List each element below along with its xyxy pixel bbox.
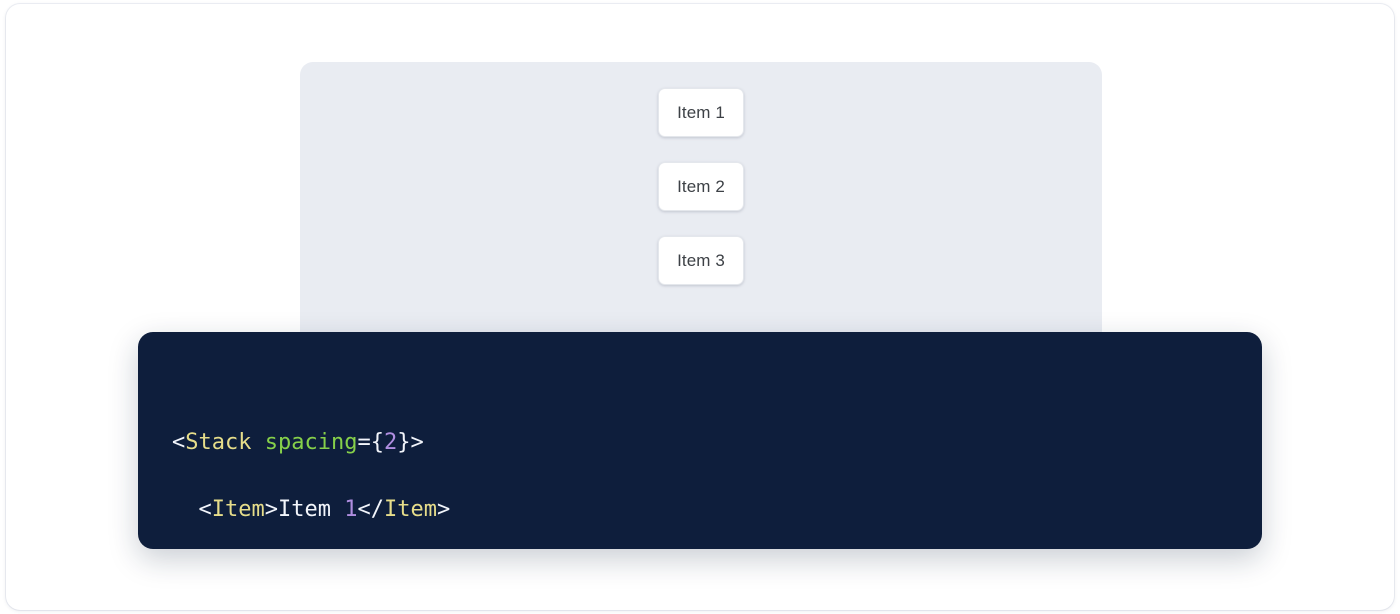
code-token-punct (251, 430, 264, 455)
stack-item[interactable]: Item 1 (658, 88, 744, 137)
code-token-punct: > (264, 497, 278, 522)
code-token-punct: </ (357, 497, 384, 522)
stack-preview-stage: Item 1 Item 2 Item 3 (300, 62, 1102, 352)
code-token-punct: }> (397, 430, 424, 455)
code-snippet-block[interactable]: <Stack spacing={2}> <Item>Item 1</Item> … (138, 332, 1262, 549)
code-token-attr: spacing (264, 430, 358, 455)
code-token-text: Item (277, 497, 345, 522)
code-body: <Stack spacing={2}> <Item>Item 1</Item> … (172, 426, 1228, 549)
code-line: <Stack spacing={2}> (172, 426, 1228, 460)
code-token-punct: < (172, 497, 212, 522)
code-token-num: 2 (383, 430, 398, 455)
code-token-tag: Stack (185, 430, 252, 455)
page-card: Item 1 Item 2 Item 3 <Stack spacing={2}>… (6, 4, 1394, 610)
code-token-num: 1 (344, 497, 358, 522)
code-token-punct: < (172, 430, 186, 455)
code-token-tag: Item (383, 497, 437, 522)
code-line: <Item>Item 1</Item> (172, 493, 1228, 527)
stack-item[interactable]: Item 3 (658, 236, 744, 285)
stack-container: Item 1 Item 2 Item 3 (658, 88, 744, 285)
code-token-punct: ={ (357, 430, 384, 455)
code-token-punct: > (436, 497, 451, 522)
code-token-tag: Item (211, 497, 265, 522)
stack-item[interactable]: Item 2 (658, 162, 744, 211)
